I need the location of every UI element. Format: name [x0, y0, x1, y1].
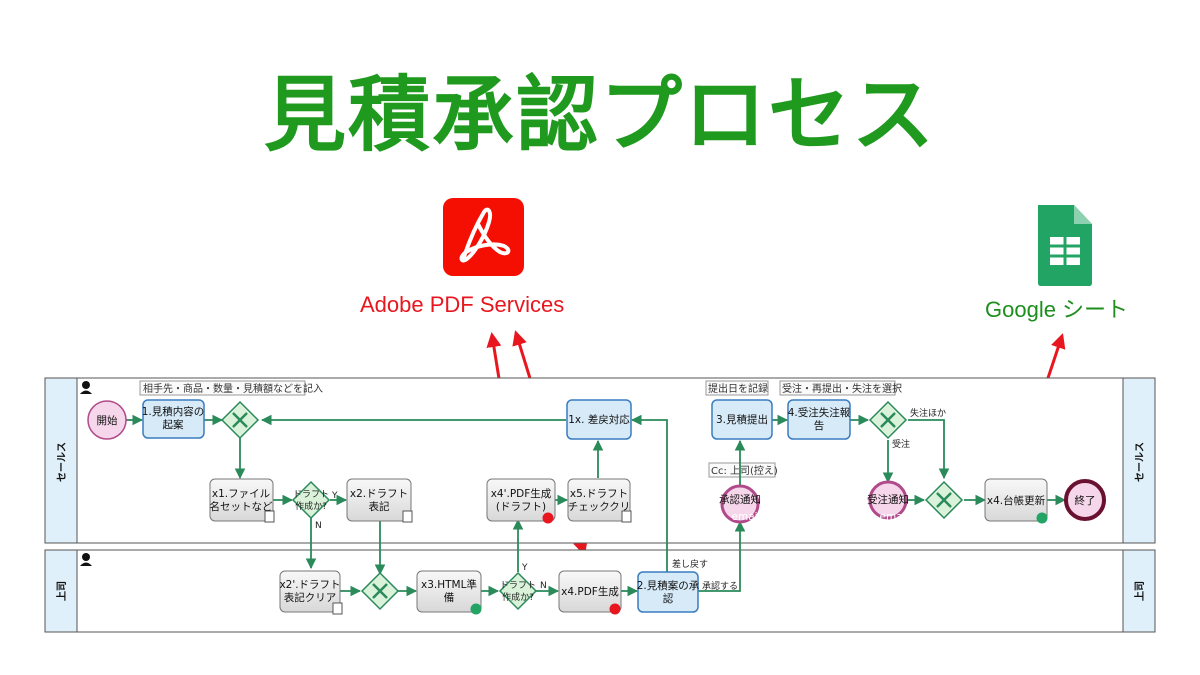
task-2-label-1: 2.見積案の承	[637, 579, 700, 592]
task-2-label-2: 認	[663, 592, 674, 605]
gateway-order	[868, 400, 908, 440]
task-1x: 1x. 差戻対応	[566, 399, 632, 440]
flow-back-label: 差し戻す	[672, 558, 708, 570]
calculator-icon	[264, 510, 275, 523]
note-1: 相手先・商品・数量・見積額などを記入	[143, 382, 323, 395]
notes: 相手先・商品・数量・見積額などを記入 提出日を記録 受注・再提出・失注を選択 C…	[139, 380, 902, 478]
adobe-badge-icon	[609, 603, 621, 615]
order-notice-label-1: 受注通知	[867, 493, 909, 506]
task-x5-label-1: x5.ドラフト	[570, 488, 628, 500]
task-x3-label-2: 備	[444, 591, 455, 604]
task-3: 3.見積提出	[711, 399, 773, 440]
end-event: 終了	[1064, 479, 1106, 521]
flow-lost-label: 失注ほか	[910, 407, 946, 419]
task-4-label-1: 4.受注失注報	[788, 406, 851, 419]
end-event-label: 終了	[1075, 494, 1096, 507]
gateway-xor-2	[360, 571, 400, 611]
task-x5: x5.ドラフト チェッククリ	[567, 478, 632, 523]
person-icon	[80, 553, 92, 566]
task-x3: x3.HTML準 備	[416, 570, 482, 615]
order-notice-event: 受注通知 email	[867, 480, 909, 523]
task-1x-label: 1x. 差戻対応	[568, 413, 630, 426]
task-x2-clear: x2'.ドラフト 表記クリア	[279, 570, 343, 615]
calculator-icon	[332, 602, 343, 615]
task-x2-label-2: 表記	[369, 500, 390, 513]
gateway-draft-1-label-1: ドラフト	[293, 489, 329, 500]
adobe-pdf-icon	[443, 198, 524, 276]
start-event-label: 開始	[97, 414, 118, 427]
note-4: Cc: 上司(控え)	[711, 464, 778, 477]
task-1: 1.見積内容の 起案	[142, 399, 205, 439]
gateway1-no-label: N	[315, 521, 322, 531]
gateway-draft-1-label-2: 作成か?	[295, 500, 327, 512]
gateway-draft-1: ドラフト 作成か?	[291, 480, 331, 520]
order-notice-label-2: email	[880, 511, 909, 523]
gateway2-yes-label: Y	[521, 563, 528, 573]
task-x1: x1.ファイル 名セットなど	[209, 478, 275, 523]
task-4-label-2: 告	[814, 419, 825, 432]
calculator-icon	[621, 510, 632, 523]
approve-notice-label-1: 承認通知	[719, 493, 761, 506]
approve-notice-label-2: email	[732, 511, 761, 523]
lane-boss-label-right: 上司	[1133, 581, 1146, 601]
task-x1-label-2: 名セットなど	[210, 500, 273, 513]
note-3: 受注・再提出・失注を選択	[782, 382, 902, 395]
approve-notice-event: 承認通知 email	[719, 484, 761, 524]
person-icon	[80, 381, 92, 394]
gateway1-yes-label: Y	[331, 491, 338, 501]
task-x2-clear-label-2: 表記クリア	[284, 591, 337, 604]
task-x2-label-1: x2.ドラフト	[350, 488, 408, 500]
note-2: 提出日を記録	[708, 382, 768, 395]
page-title: 見積承認プロセス	[263, 67, 936, 163]
adobe-badge-icon	[542, 512, 554, 524]
html-badge-icon	[470, 603, 482, 615]
task-x4-ledger: x4.台帳更新	[984, 478, 1048, 524]
calculator-icon	[402, 510, 413, 523]
gateway2-no-label: N	[540, 581, 547, 591]
lane-sales-label-left: セールス	[56, 442, 68, 482]
task-2: 2.見積案の承 認	[637, 571, 700, 613]
flow-won-label: 受注	[892, 438, 910, 450]
gateway-draft-2-label-2: 作成か?	[502, 591, 534, 603]
task-x4-pdf-label: x4.PDF生成	[561, 585, 619, 598]
task-x5-label-2: チェッククリ	[568, 501, 631, 513]
task-x4-draft-label-1: x4'.PDF生成	[491, 487, 552, 500]
gateway-xor-1	[220, 400, 260, 440]
start-event: 開始	[87, 400, 127, 440]
sequence-flows	[126, 414, 1067, 597]
adobe-service-label: Adobe PDF Services	[360, 292, 565, 317]
flow-approve-label: 承認する	[702, 580, 738, 592]
task-1-label-2: 起案	[163, 418, 184, 431]
task-x4-pdf: x4.PDF生成	[558, 570, 622, 615]
task-x4-draft-label-2: (ドラフト)	[496, 501, 546, 513]
gateway-merge	[924, 480, 964, 520]
task-3-label: 3.見積提出	[716, 413, 768, 426]
task-x2: x2.ドラフト 表記	[346, 478, 413, 523]
task-x4-ledger-label: x4.台帳更新	[987, 494, 1046, 507]
google-sheets-icon	[1038, 205, 1092, 286]
gateway-draft-2: ドラフト 作成か?	[498, 571, 538, 611]
task-x2-clear-label-1: x2'.ドラフト	[279, 579, 340, 591]
lane-sales-label-right: セールス	[1134, 442, 1146, 482]
lane-boss-label-left: 上司	[55, 581, 68, 601]
google-service-label: Google シート	[985, 297, 1129, 322]
gateway-draft-2-label-1: ドラフト	[500, 580, 536, 591]
task-x3-label-1: x3.HTML準	[421, 578, 477, 591]
task-1-label-1: 1.見積内容の	[142, 405, 205, 418]
task-x4-draft: x4'.PDF生成 (ドラフト)	[486, 478, 556, 524]
task-x1-label-1: x1.ファイル	[212, 488, 270, 500]
sheets-badge-icon	[1036, 512, 1048, 524]
task-4: 4.受注失注報 告	[787, 399, 851, 440]
